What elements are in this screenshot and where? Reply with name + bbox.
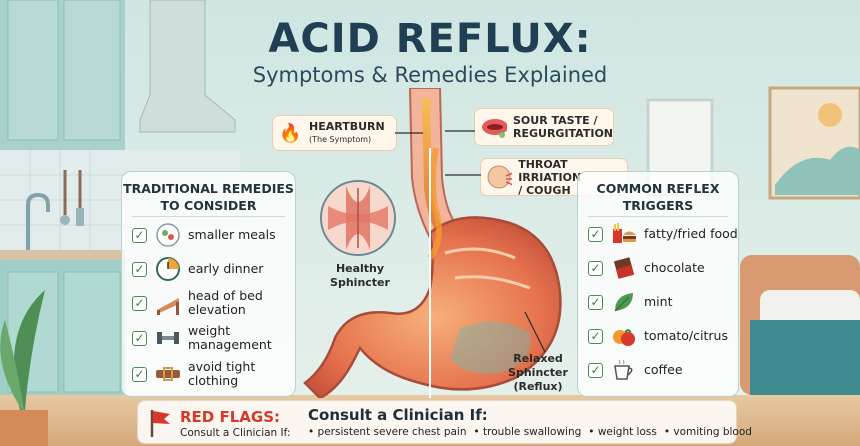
remedy-label-line1: weight bbox=[188, 323, 231, 338]
sour-taste-line2: REGURGITATION bbox=[513, 127, 613, 140]
remedy-item: ✓ smaller meals bbox=[132, 220, 276, 250]
bed-icon bbox=[155, 290, 181, 316]
check-icon: ✓ bbox=[588, 362, 603, 378]
plate-icon bbox=[155, 222, 181, 248]
remedies-divider bbox=[132, 216, 285, 217]
remedy-label: early dinner bbox=[188, 261, 264, 276]
heartburn-callout: 🔥 HEARTBURN (The Symptom) bbox=[272, 115, 397, 151]
chocolate-icon bbox=[611, 255, 637, 281]
fries-burger-icon bbox=[611, 221, 637, 247]
triggers-divider bbox=[588, 216, 728, 217]
red-flags-heading: RED FLAGS: bbox=[180, 408, 280, 426]
check-icon: ✓ bbox=[588, 294, 603, 310]
trigger-item: ✓ tomato/citrus bbox=[588, 321, 728, 351]
remedy-label-line2: clothing bbox=[188, 373, 239, 388]
remedy-item: ✓ head of bed elevation bbox=[132, 287, 263, 319]
red-flags-banner: RED FLAGS: Consult a Clinician If: Consu… bbox=[137, 400, 752, 444]
red-flag-item: • vomiting blood bbox=[663, 426, 752, 438]
trigger-item: ✓ coffee bbox=[588, 355, 683, 385]
trigger-item: ✓ fatty/fried food bbox=[588, 219, 738, 249]
sour-taste-callout: SOUR TASTE / REGURGITATION bbox=[474, 108, 614, 146]
throat-line1: THROAT IRRIATION bbox=[518, 157, 582, 184]
check-icon: ✓ bbox=[588, 260, 603, 276]
remedy-item: ✓ avoid tight clothing bbox=[132, 358, 255, 390]
throat-line2: / COUGH bbox=[518, 183, 571, 197]
page-title: ACID REFLUX: bbox=[268, 16, 592, 62]
heartburn-sublabel: (The Symptom) bbox=[309, 135, 372, 144]
dumbbell-icon bbox=[155, 325, 181, 351]
belt-icon bbox=[155, 361, 181, 387]
triggers-title: COMMON REFLEX TRIGGERS bbox=[596, 181, 720, 213]
remedies-title: TRADITIONAL REMEDIES TO CONSIDER bbox=[123, 181, 294, 213]
red-flags-list: • persistent severe chest pain • trouble… bbox=[308, 426, 752, 438]
remedy-label: smaller meals bbox=[188, 227, 276, 242]
heartburn-pointer bbox=[395, 132, 423, 134]
check-icon: ✓ bbox=[588, 328, 603, 344]
stomach-diagram bbox=[303, 88, 562, 398]
check-icon: ✓ bbox=[132, 295, 147, 311]
sour-taste-pointer bbox=[445, 130, 475, 132]
check-icon: ✓ bbox=[132, 330, 147, 346]
remedy-label-line1: avoid tight bbox=[188, 359, 256, 374]
red-flag-item: • persistent severe chest pain bbox=[308, 426, 467, 438]
mint-leaf-icon bbox=[611, 289, 637, 315]
remedy-item: ✓ weight management bbox=[132, 322, 272, 354]
trigger-label: mint bbox=[644, 294, 673, 309]
mouth-icon bbox=[482, 119, 507, 138]
check-icon: ✓ bbox=[132, 227, 147, 243]
trigger-item: ✓ chocolate bbox=[588, 253, 705, 283]
coffee-cup-icon bbox=[611, 357, 637, 383]
trigger-item: ✓ mint bbox=[588, 287, 672, 317]
fire-icon: 🔥 bbox=[279, 122, 302, 143]
red-flag-item: • trouble swallowing bbox=[473, 426, 582, 438]
remedy-label-line2: management bbox=[188, 337, 272, 352]
remedies-panel: TRADITIONAL REMEDIES TO CONSIDER ✓ small… bbox=[121, 171, 296, 397]
trigger-label: chocolate bbox=[644, 260, 705, 275]
remedy-label-line2: elevation bbox=[188, 302, 246, 317]
triggers-panel: COMMON REFLEX TRIGGERS ✓ fatty/fried foo… bbox=[577, 171, 739, 397]
red-flag-item: • weight loss bbox=[588, 426, 657, 438]
clock-icon bbox=[155, 256, 181, 282]
red-flags-sub: Consult a Clinician If: bbox=[180, 427, 291, 439]
trigger-label: tomato/citrus bbox=[644, 328, 728, 343]
consult-title: Consult a Clinician If: bbox=[308, 406, 488, 424]
sour-taste-line1: SOUR TASTE / bbox=[513, 114, 598, 127]
trigger-label: coffee bbox=[644, 362, 683, 377]
remedy-item: ✓ early dinner bbox=[132, 254, 263, 284]
red-flag-icon bbox=[150, 410, 170, 437]
relaxed-pointer-line bbox=[524, 311, 546, 353]
page-subtitle: Symptoms & Remedies Explained bbox=[252, 63, 608, 87]
remedy-label-line1: head of bed bbox=[188, 288, 263, 303]
healthy-sphincter-illustration bbox=[320, 180, 396, 256]
coughing-face-icon bbox=[487, 165, 513, 189]
trigger-label: fatty/fried food bbox=[644, 226, 738, 241]
tomato-icon bbox=[611, 323, 637, 349]
heartburn-label: HEARTBURN bbox=[309, 120, 385, 133]
check-icon: ✓ bbox=[132, 261, 147, 277]
relaxed-sphincter-label: Relaxed Sphincter (Reflux) bbox=[508, 352, 568, 393]
check-icon: ✓ bbox=[588, 226, 603, 242]
check-icon: ✓ bbox=[132, 366, 147, 382]
healthy-sphincter-label: Healthy Sphincter bbox=[330, 262, 390, 289]
throat-pointer bbox=[445, 174, 481, 176]
